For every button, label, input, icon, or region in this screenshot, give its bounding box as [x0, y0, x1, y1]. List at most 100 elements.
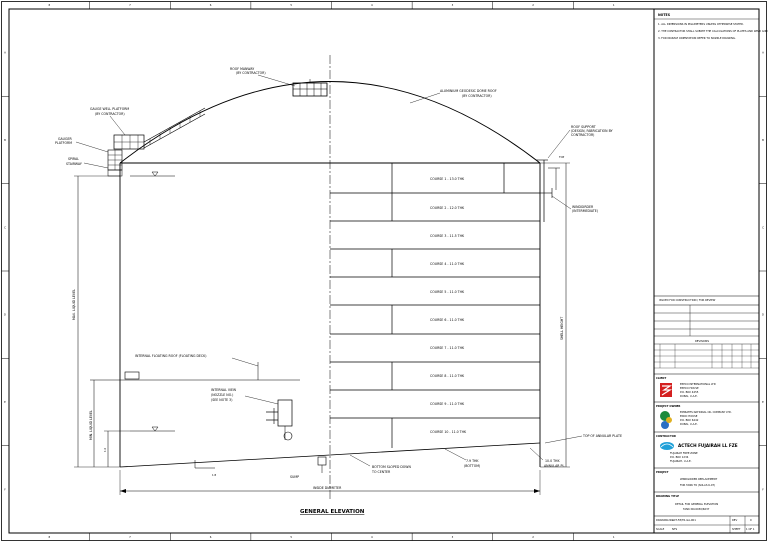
shell-course-lines [330, 192, 540, 419]
client-line-2: P.O. BOX 4455 [680, 390, 699, 394]
owner-label: PROJECT OWNER [656, 404, 680, 408]
label-floating-roof: INTERNAL FLOATING ROOF (FLOATING DECK) [135, 354, 206, 358]
title-label: DRAWING TITLE [656, 494, 679, 498]
sheet-label: SHEET [732, 527, 741, 531]
grid-col-label: 1 [613, 535, 615, 539]
min-liquid-level-marker [130, 426, 175, 432]
contractor-logo [660, 442, 674, 450]
shell-course-label: COURSE 3 - 11.5 THK [430, 234, 465, 238]
grid-col-label: 6 [210, 3, 212, 7]
label-bottom-plate-2: TO CENTER [371, 470, 391, 474]
ref-top: TOP [559, 155, 565, 159]
client-label: CLIENT [656, 376, 666, 380]
inner-border [8, 8, 760, 534]
owner-name: EMIRATES NATIONAL OIL COMPANY LTD. [680, 410, 732, 414]
sheet-value: 1 OF 1 [746, 527, 755, 531]
contractor-line-2: P.O. BOX 1234 [670, 455, 689, 459]
tank-bottom [119, 454, 331, 468]
grid-col-label: 7 [129, 3, 131, 7]
contractor-label: CONTRACTOR [656, 434, 676, 438]
grid-row-label: A [762, 51, 764, 55]
dwg-no-label: DRAWING NO. [656, 518, 674, 522]
internal-floating-roof [124, 362, 259, 380]
grid-col-label: 4 [371, 535, 373, 539]
grid-col-label: 5 [290, 3, 292, 7]
internal-nozzle [266, 399, 293, 441]
note-line: 1. ALL DIMENSIONS IN MILLIMETERS UNLESS … [658, 22, 744, 26]
label-inside-diameter: INSIDE DIAMETER [313, 486, 342, 490]
label-roof-manway-1: ROOF MANWAY [230, 67, 254, 71]
grid-row-label: E [762, 400, 764, 404]
rev-label: REV [732, 518, 737, 522]
label-windgirder-1: WINDGIRDER [572, 205, 594, 209]
grid-row-label: D [762, 313, 764, 317]
right-dimension-lines [540, 162, 570, 468]
grid-col-label: 7 [129, 535, 131, 539]
shell-course-label: COURSE 6 - 11.0 THK [430, 318, 465, 322]
project-line-2: FOR TANK T6 (SOLAS 6-07) [680, 483, 715, 487]
slope-indicator [194, 460, 215, 469]
grid-row-label: B [762, 138, 764, 142]
label-spiral-stairway-1: SPIRAL [68, 157, 79, 161]
status-text: ISSUED FOR CONSTRUCTION / FOR REVIEW [659, 298, 716, 302]
client-line-1: EPPCO HOUSE [680, 386, 699, 390]
rev-value: 0 [750, 518, 752, 522]
inside-diameter-dimension [119, 470, 541, 495]
label-nozzle-3: (SEE NOTE 3) [211, 398, 232, 402]
label-nozzle-2: (NOZZLE NO.) [211, 393, 233, 397]
owner-line-2: P.O. BOX 6442 [680, 418, 699, 422]
notes-list: 1. ALL DIMENSIONS IN MILLIMETERS UNLESS … [658, 22, 768, 40]
dwg-no: ACT-FZ/T6-GA-001 [672, 518, 696, 522]
shell-course-label: COURSE 5 - 11.0 THK [430, 290, 465, 294]
label-min-liquid-level: MIN. LIQUID LEVEL [89, 410, 93, 440]
label-roof-support-2: (DESIGN, FABRICATION BY [571, 129, 613, 133]
label-gauger-platform-1: GAUGER [58, 137, 72, 141]
label-gauge-platform-2: (BY CONTRACTOR) [95, 112, 125, 116]
ref-1-2: 1:2 [103, 447, 107, 452]
grid-col-label: 6 [210, 535, 212, 539]
label-nozzle-1: INTERNAL VIEW [211, 388, 237, 392]
spiral-stairway [107, 149, 123, 177]
grid-col-label: 8 [48, 3, 50, 7]
label-max-liquid-level: MAX. LIQUID LEVEL [72, 289, 76, 320]
drawing-title: GENERAL ELEVATION [300, 509, 365, 515]
gauge-well-platform [113, 107, 206, 150]
label-roof-support-1: ROOF SUPPORT [571, 125, 596, 129]
left-dimension-lines [74, 175, 300, 468]
label-windgirder-2: (INTERMEDIATE) [572, 209, 598, 213]
scale-value: NTS [672, 527, 678, 531]
client-name: EPPCO INTERNATIONAL LTD [680, 382, 716, 386]
title-block: NOTES 1. ALL DIMENSIONS IN MILLIMETERS U… [654, 13, 768, 533]
shell-course-label: COURSE 2 - 12.0 THK [430, 206, 465, 210]
grid-row-label: F [762, 487, 764, 491]
label-plate-thk-2: (BOTTOM) [464, 464, 480, 468]
grid-col-label: 8 [48, 535, 50, 539]
label-gauger-platform-2: PLATFORM [55, 141, 72, 145]
label-dome-roof-1: ALUMINIUM GEODESIC DOME ROOF [440, 89, 497, 93]
contractor-line-1: FUJAIRAH FREE ZONE [670, 451, 698, 455]
grid-row-label: C [762, 225, 764, 229]
revision-header: REVISIONS [695, 339, 709, 343]
grid-row-label: E [4, 400, 6, 404]
grid-row-label: D [4, 313, 6, 317]
label-dome-roof-2: (BY CONTRACTOR) [462, 94, 492, 98]
project-label: PROJECT [656, 470, 669, 474]
label-top-annular: TOP OF ANNULAR PLATE [582, 434, 622, 438]
label-sump: SUMP [290, 475, 299, 479]
grid-col-label: 2 [532, 3, 534, 7]
shell-course-label: COURSE 7 - 11.0 THK [430, 346, 465, 350]
shell-course-label: COURSE 8 - 11.0 THK [430, 374, 465, 378]
title-line-2: TANK NO.6030/6037 [683, 507, 710, 511]
label-roof-support-3: CONTRACTOR) [571, 133, 594, 137]
label-gauge-platform-1: GAUGE WELL PLATFORM [90, 107, 129, 111]
revision-table: REVISIONS [654, 305, 759, 375]
client-line-3: DUBAI, U.A.E. [680, 394, 698, 398]
grid-row-label: A [4, 51, 6, 55]
label-roof-manway-2: (BY CONTRACTOR) [236, 71, 266, 75]
label-annular-2: ANNULAR PL. [544, 464, 565, 468]
contractor-name: ACTECH FUJAIRAH LL FZE [678, 443, 738, 448]
grid-col-label: 4 [371, 3, 373, 7]
